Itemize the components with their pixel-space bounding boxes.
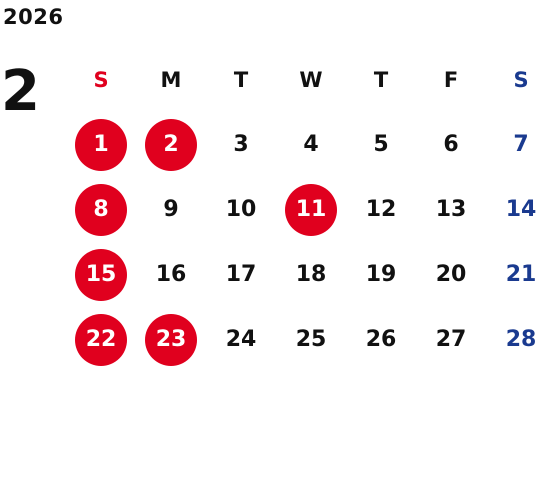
calendar-day[interactable]: 26 [365, 327, 397, 352]
holiday-day[interactable]: 1 [75, 118, 127, 171]
day-cell: 26 [346, 307, 416, 372]
day-cell: 7 [486, 112, 548, 177]
day-cell: 24 [206, 307, 276, 372]
holiday-day[interactable]: 23 [145, 313, 197, 366]
calendar-day[interactable]: 10 [225, 197, 257, 222]
weekday-fri: F [443, 68, 459, 92]
day-cell: 5 [346, 112, 416, 177]
day-cell: 18 [276, 242, 346, 307]
day-cell: 12 [346, 177, 416, 242]
day-cell: 20 [416, 242, 486, 307]
calendar-month: 2 [1, 59, 40, 124]
holiday-day[interactable]: 8 [75, 183, 127, 236]
calendar-day[interactable]: 5 [373, 132, 389, 157]
day-cell: 9 [136, 177, 206, 242]
day-cell: 22 [66, 307, 136, 372]
day-cell: 8 [66, 177, 136, 242]
day-cell: 3 [206, 112, 276, 177]
day-cell: 25 [276, 307, 346, 372]
calendar-day[interactable]: 25 [295, 327, 327, 352]
calendar-day[interactable]: 28 [505, 327, 537, 352]
calendar-day[interactable]: 7 [513, 132, 529, 157]
day-cell: 2 [136, 112, 206, 177]
day-cell: 23 [136, 307, 206, 372]
calendar-day[interactable]: 9 [163, 197, 179, 222]
calendar-year: 2026 [3, 5, 64, 29]
calendar-day[interactable]: 6 [443, 132, 459, 157]
weekday-mon: M [160, 68, 182, 92]
day-cell: 6 [416, 112, 486, 177]
weekday-tue: T [233, 68, 249, 92]
day-cell: 21 [486, 242, 548, 307]
calendar-day[interactable]: 20 [435, 262, 467, 287]
day-cell: 27 [416, 307, 486, 372]
weekday-wed: W [299, 68, 323, 92]
calendar-day[interactable]: 3 [233, 132, 249, 157]
calendar-day[interactable]: 13 [435, 197, 467, 222]
calendar-day[interactable]: 17 [225, 262, 257, 287]
calendar-day[interactable]: 14 [505, 197, 537, 222]
holiday-day[interactable]: 2 [145, 118, 197, 171]
weekday-sun: S [93, 68, 109, 92]
holiday-day[interactable]: 11 [285, 183, 337, 236]
day-cell: 11 [276, 177, 346, 242]
calendar-day[interactable]: 27 [435, 327, 467, 352]
calendar-day[interactable]: 24 [225, 327, 257, 352]
holiday-day[interactable]: 15 [75, 248, 127, 301]
day-cell: 1 [66, 112, 136, 177]
calendar-day[interactable]: 16 [155, 262, 187, 287]
weekday-sat: S [513, 68, 529, 92]
day-cell: 14 [486, 177, 548, 242]
weekday-thu: T [373, 68, 389, 92]
calendar-day[interactable]: 18 [295, 262, 327, 287]
day-cell: 10 [206, 177, 276, 242]
day-cell: 15 [66, 242, 136, 307]
day-cell: 16 [136, 242, 206, 307]
day-cell: 28 [486, 307, 548, 372]
calendar-day[interactable]: 21 [505, 262, 537, 287]
day-cell: 4 [276, 112, 346, 177]
day-cell: 19 [346, 242, 416, 307]
calendar-day[interactable]: 4 [303, 132, 319, 157]
calendar-day[interactable]: 12 [365, 197, 397, 222]
calendar-day[interactable]: 19 [365, 262, 397, 287]
day-cell: 17 [206, 242, 276, 307]
day-cell: 13 [416, 177, 486, 242]
holiday-day[interactable]: 22 [75, 313, 127, 366]
